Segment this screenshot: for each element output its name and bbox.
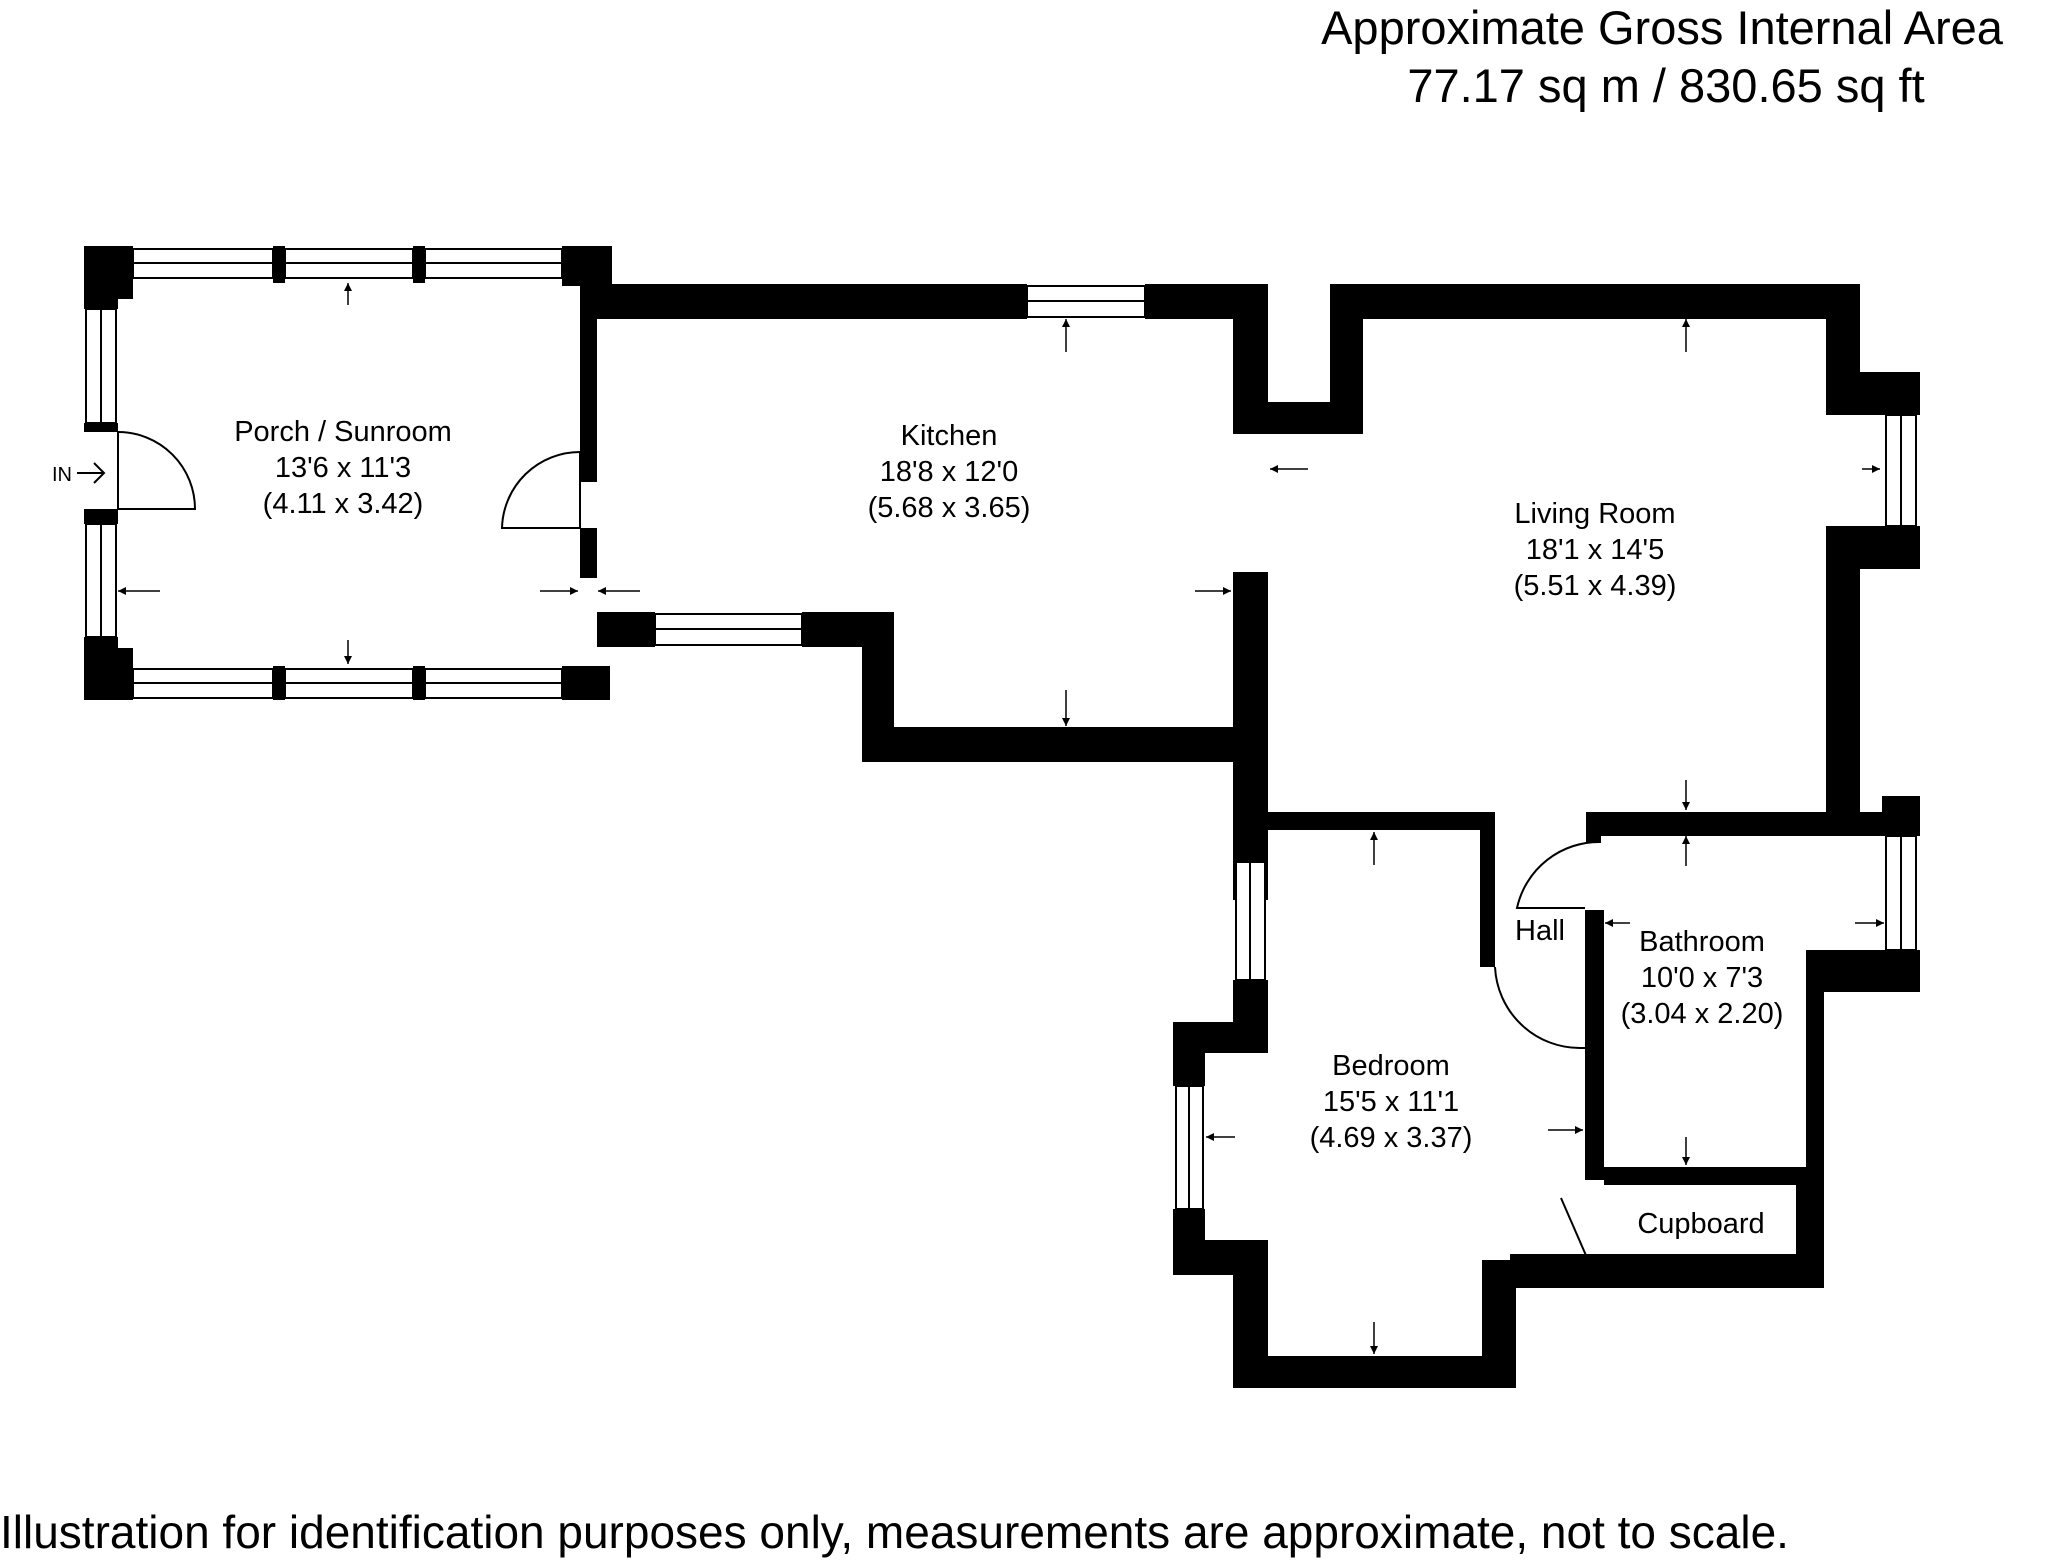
- room-size-imperial: 10'0 x 7'3: [1640, 962, 1764, 994]
- room-label-bedroom: Bedroom 15'5 x 11'1 (4.69 x 3.37): [1310, 1048, 1473, 1156]
- porch-post-sw: [84, 648, 133, 700]
- entrance-label: IN: [52, 464, 72, 486]
- room-size-metric: (5.68 x 3.65): [867, 492, 1031, 524]
- room-name: Bathroom: [1639, 926, 1765, 958]
- gross-area-value: 77.17 sq m / 830.65 sq ft: [1407, 59, 1925, 112]
- room-size-imperial: 13'6 x 11'3: [274, 452, 412, 484]
- porch-post-se: [562, 666, 610, 700]
- room-name: Porch / Sunroom: [234, 416, 452, 448]
- room-size-imperial: 18'8 x 12'0: [879, 456, 1019, 488]
- room-size-metric: (4.11 x 3.42): [262, 488, 424, 520]
- room-size-metric: (5.51 x 4.39): [1513, 570, 1677, 602]
- room-label-cupboard: Cupboard: [1637, 1206, 1764, 1242]
- room-name: Kitchen: [900, 420, 998, 452]
- porch-post-nw: [84, 246, 133, 299]
- room-name: Cupboard: [1637, 1208, 1765, 1240]
- room-label-porch: Porch / Sunroom 13'6 x 11'3 (4.11 x 3.42…: [234, 414, 452, 522]
- room-label-living-room: Living Room 18'1 x 14'5 (5.51 x 4.39): [1514, 496, 1677, 604]
- room-name: Hall: [1515, 915, 1565, 947]
- windows: [85, 248, 1917, 1210]
- room-label-bathroom: Bathroom 10'0 x 7'3 (3.04 x 2.20): [1621, 924, 1784, 1032]
- room-size-imperial: 18'1 x 14'5: [1525, 534, 1665, 566]
- room-size-metric: (4.69 x 3.37): [1309, 1122, 1473, 1154]
- entrance-arrow-icon: [77, 462, 106, 484]
- room-name: Living Room: [1514, 498, 1676, 530]
- room-size-metric: (3.04 x 2.20): [1620, 998, 1784, 1030]
- gross-area-title: Approximate Gross Internal Area: [1321, 1, 2003, 54]
- doors: [117, 431, 1602, 1261]
- disclaimer-text: Illustration for identification purposes…: [0, 1506, 1789, 1558]
- room-name: Bedroom: [1332, 1050, 1450, 1082]
- porch-post-ne: [562, 246, 612, 286]
- room-size-imperial: 15'5 x 11'1: [1322, 1086, 1460, 1118]
- room-label-kitchen: Kitchen 18'8 x 12'0 (5.68 x 3.65): [868, 418, 1031, 526]
- dimension-arrows: [118, 283, 1884, 1354]
- room-label-hall: Hall: [1515, 913, 1565, 949]
- walls: [84, 246, 1920, 1388]
